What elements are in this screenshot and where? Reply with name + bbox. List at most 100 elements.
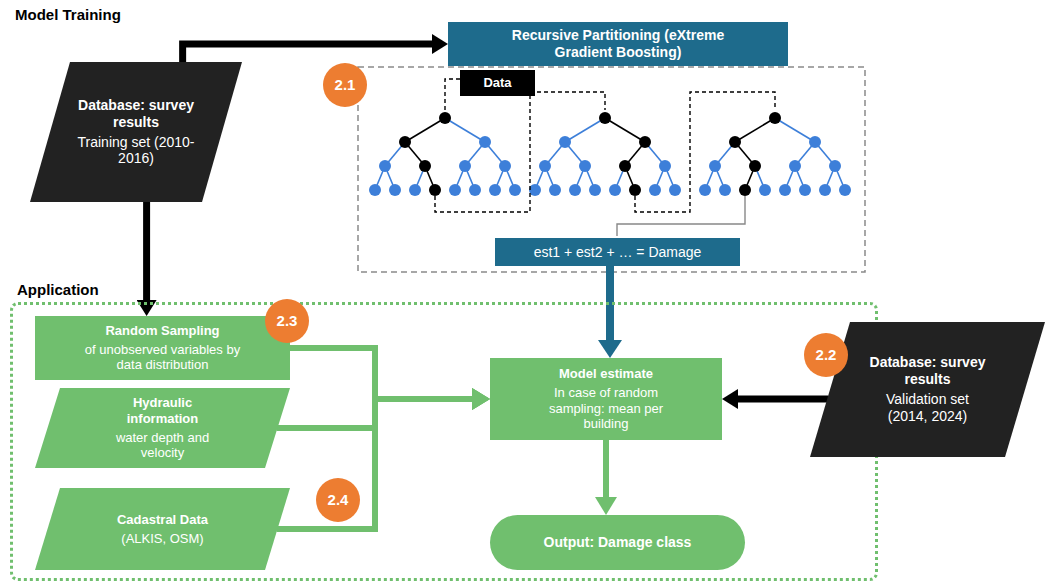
section-title-box: Model Training bbox=[15, 6, 121, 24]
model-bar: Recursive Partitioning (eXtreme Gradient… bbox=[448, 22, 788, 66]
tree-node bbox=[559, 136, 571, 148]
node-heading: Model estimate bbox=[541, 366, 671, 382]
tree-node bbox=[529, 184, 541, 196]
tree-node bbox=[539, 160, 551, 172]
tree-node bbox=[449, 184, 461, 196]
tree-node bbox=[589, 184, 601, 196]
parallelogram-outline bbox=[810, 322, 1045, 457]
flow-arrow bbox=[603, 440, 609, 497]
tree-branch bbox=[405, 118, 445, 142]
tree-node bbox=[799, 184, 811, 196]
section-heading: Application bbox=[17, 281, 99, 299]
callout-circle: 2.2 bbox=[804, 333, 848, 377]
node-heading: est1 + est2 + … = Damage bbox=[534, 244, 702, 261]
tree-node bbox=[479, 136, 491, 148]
callout-number: 2.2 bbox=[816, 346, 837, 364]
tree-node bbox=[569, 184, 581, 196]
callout-circle: 2.1 bbox=[323, 63, 367, 107]
tree-branch bbox=[445, 118, 485, 142]
input-parallelogram: Hydraulic information water depth and vel… bbox=[35, 388, 290, 468]
tree-flow-line bbox=[435, 92, 605, 212]
tree-branch bbox=[565, 118, 605, 142]
tree-node bbox=[819, 184, 831, 196]
tree-node bbox=[459, 160, 471, 172]
tree-node bbox=[579, 160, 591, 172]
tree-branch bbox=[735, 118, 775, 142]
tree-node bbox=[629, 184, 641, 196]
node-body: Training set (2010-2016) bbox=[77, 134, 195, 168]
callout-circle: 2.3 bbox=[265, 299, 309, 343]
tree-node bbox=[769, 112, 781, 124]
node-body: In case of random sampling: mean per bui… bbox=[541, 385, 671, 432]
tree-node bbox=[839, 184, 851, 196]
tree-node bbox=[489, 184, 501, 196]
tree-node bbox=[669, 184, 681, 196]
callout-number: 2.4 bbox=[328, 491, 349, 509]
tree-flow-line bbox=[635, 92, 775, 212]
tree-node bbox=[709, 160, 721, 172]
flow-arrow bbox=[738, 396, 828, 403]
callout-circle: 2.4 bbox=[316, 478, 360, 522]
node-heading: Cadastral Data bbox=[117, 512, 208, 528]
input-parallelogram: Cadastral Data (ALKIS, OSM) bbox=[35, 488, 290, 570]
parallelogram-outline bbox=[35, 488, 290, 570]
tree-node bbox=[619, 160, 631, 172]
process-box: Random Samplingof unobserved variables b… bbox=[35, 316, 290, 380]
tree-node bbox=[549, 184, 561, 196]
tree-node bbox=[719, 184, 731, 196]
tree-node bbox=[759, 184, 771, 196]
node-heading: Data bbox=[483, 75, 511, 91]
flow-arrow bbox=[290, 348, 472, 399]
node-heading: Database: survey results bbox=[869, 354, 987, 388]
tree-node bbox=[369, 184, 381, 196]
callout-number: 2.1 bbox=[335, 76, 356, 94]
tree-node bbox=[599, 112, 611, 124]
node-heading: Output: Damage class bbox=[544, 534, 692, 551]
tree-node bbox=[499, 160, 511, 172]
sum-box: est1 + est2 + … = Damage bbox=[495, 238, 740, 266]
ensemble-frame bbox=[358, 67, 865, 272]
tree-node bbox=[609, 184, 621, 196]
flow-arrow bbox=[143, 201, 150, 300]
tree-node bbox=[639, 136, 651, 148]
tree-node bbox=[809, 136, 821, 148]
node-heading: Random Sampling bbox=[83, 323, 243, 339]
tree-node bbox=[469, 184, 481, 196]
tree-node bbox=[419, 160, 431, 172]
flow-arrow bbox=[277, 399, 473, 529]
tree-branch bbox=[605, 118, 645, 142]
tree-flow-line bbox=[617, 196, 745, 236]
tree-node bbox=[429, 184, 441, 196]
node-heading: Recursive Partitioning (eXtreme Gradient… bbox=[507, 27, 729, 61]
tree-node bbox=[659, 160, 671, 172]
tree-node bbox=[739, 184, 751, 196]
tree-node bbox=[399, 136, 411, 148]
tree-node bbox=[379, 160, 391, 172]
tree-flow-line bbox=[445, 79, 460, 110]
database-input: Database: survey resultsTraining set (20… bbox=[30, 62, 242, 202]
tree-branch bbox=[775, 118, 815, 142]
output-terminal: Output: Damage class bbox=[490, 515, 745, 570]
tree-node bbox=[789, 160, 801, 172]
application-region: ApplicationRandom Samplingof unobserved … bbox=[10, 302, 878, 581]
tree-node bbox=[779, 184, 791, 196]
data-box: Data bbox=[460, 70, 535, 96]
tree-node bbox=[699, 184, 711, 196]
node-body: (ALKIS, OSM) bbox=[117, 531, 208, 547]
node-heading: Hydraulic information bbox=[103, 395, 223, 426]
tree-node bbox=[749, 160, 761, 172]
parallelogram-outline bbox=[30, 62, 242, 202]
tree-node bbox=[729, 136, 741, 148]
process-box: Model estimate In case of random sampling… bbox=[490, 358, 722, 440]
tree-node bbox=[389, 184, 401, 196]
tree-node bbox=[409, 184, 421, 196]
node-body: water depth and velocity bbox=[103, 430, 223, 461]
tree-node bbox=[649, 184, 661, 196]
callout-number: 2.3 bbox=[277, 312, 298, 330]
node-body: Validation set (2014, 2024) bbox=[869, 391, 987, 425]
tree-node bbox=[439, 112, 451, 124]
tree-node bbox=[829, 160, 841, 172]
section-title: Model Training bbox=[15, 6, 121, 24]
node-heading: Database: survey results bbox=[77, 97, 195, 131]
flow-arrow bbox=[183, 44, 432, 63]
